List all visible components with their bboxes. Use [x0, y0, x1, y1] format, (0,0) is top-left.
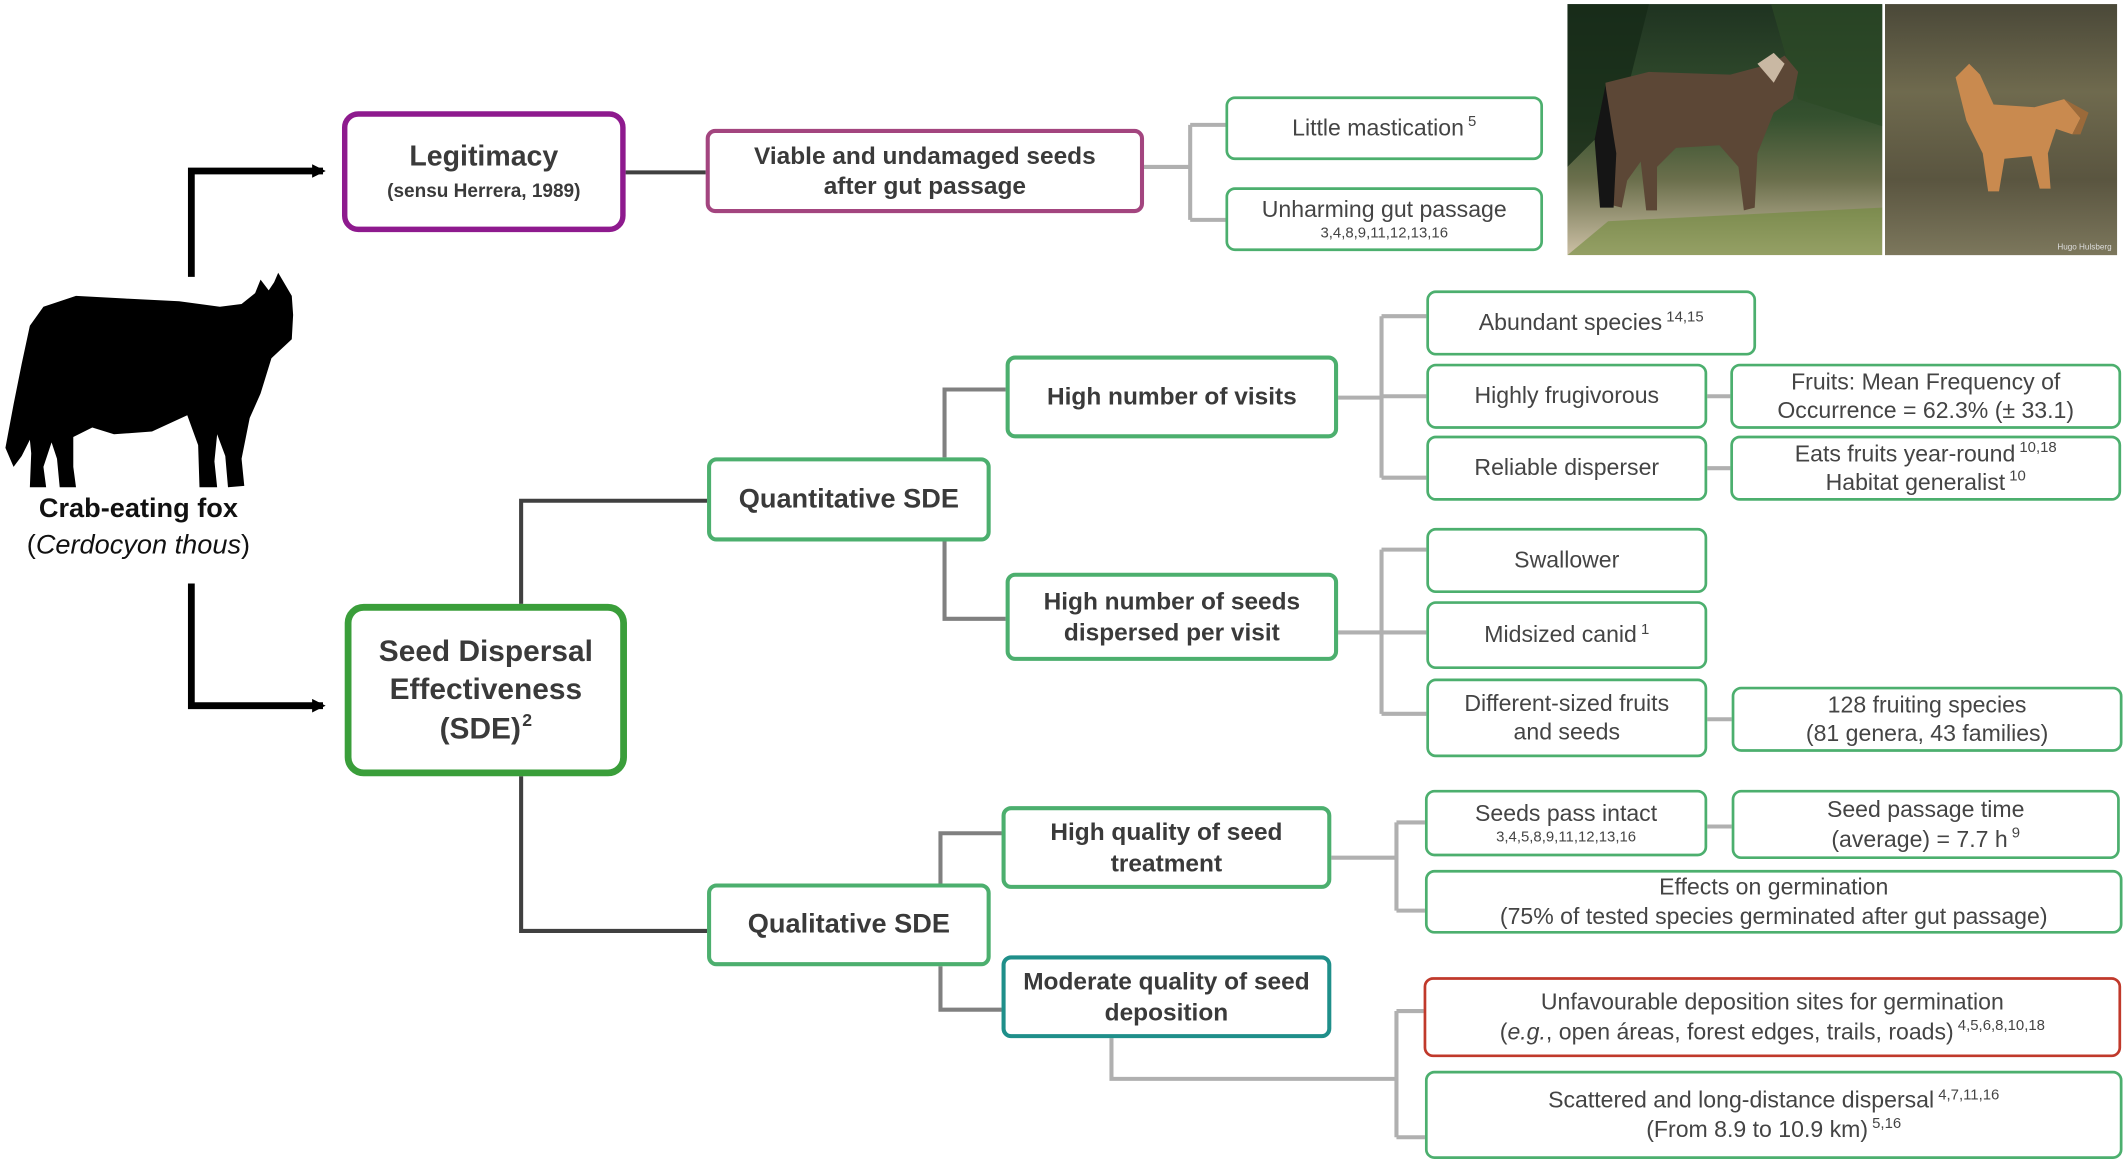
photo-credit: Hugo Hulsberg [2057, 244, 2112, 253]
legitimacy-title: Legitimacy [409, 141, 559, 173]
high-visits-box: High number of visits [1005, 355, 1339, 439]
legitimacy-subtitle: (sensu Herrera, 1989) [387, 179, 581, 202]
different-sized-fruits-box: Different-sized fruits and seeds [1426, 678, 1708, 758]
effects-on-germination-box: Effects on germination (75% of tested sp… [1424, 869, 2123, 934]
fox-silhouette-icon [5, 272, 294, 488]
unharming-gut-passage-box: Unharming gut passage 3,4,8,9,11,12,13,1… [1225, 187, 1544, 252]
swallower-box: Swallower [1426, 527, 1708, 594]
species-common-name: Crab-eating fox [38, 493, 238, 524]
reliable-disperser-box: Reliable disperser [1426, 435, 1708, 501]
species-scientific-name: (Cerdocyon thous) [26, 530, 251, 561]
sde-box: Seed Dispersal Effectiveness (SDE)2 [344, 603, 627, 777]
fruit-frequency-box: Fruits: Mean Frequency of Occurrence = 6… [1730, 363, 2122, 429]
quantitative-sde-box: Quantitative SDE [707, 457, 991, 542]
moderate-deposition-box: Moderate quality of seed deposition [1001, 955, 1332, 1039]
high-seeds-per-visit-box: High number of seeds dispersed per visit [1005, 572, 1339, 661]
arrow-to-legitimacy [187, 164, 326, 277]
legitimacy-box: Legitimacy (sensu Herrera, 1989) [341, 111, 626, 233]
seeds-pass-intact-box: Seeds pass intact 3,4,5,8,9,11,12,13,16 [1424, 789, 1708, 857]
unfavourable-sites-box: Unfavourable deposition sites for germin… [1423, 977, 2122, 1058]
fox-photo-night: Hugo Hulsberg [1885, 4, 2118, 256]
high-quality-treatment-box: High quality of seed treatment [1001, 806, 1332, 889]
viable-seeds-box: Viable and undamaged seeds after gut pas… [705, 128, 1145, 214]
qualitative-sde-box: Qualitative SDE [707, 883, 991, 967]
arrow-to-sde [187, 583, 326, 713]
fruiting-species-box: 128 fruiting species (81 genera, 43 fami… [1731, 686, 2123, 752]
fox-photo-day [1567, 4, 1883, 256]
highly-frugivorous-box: Highly frugivorous [1426, 363, 1708, 429]
